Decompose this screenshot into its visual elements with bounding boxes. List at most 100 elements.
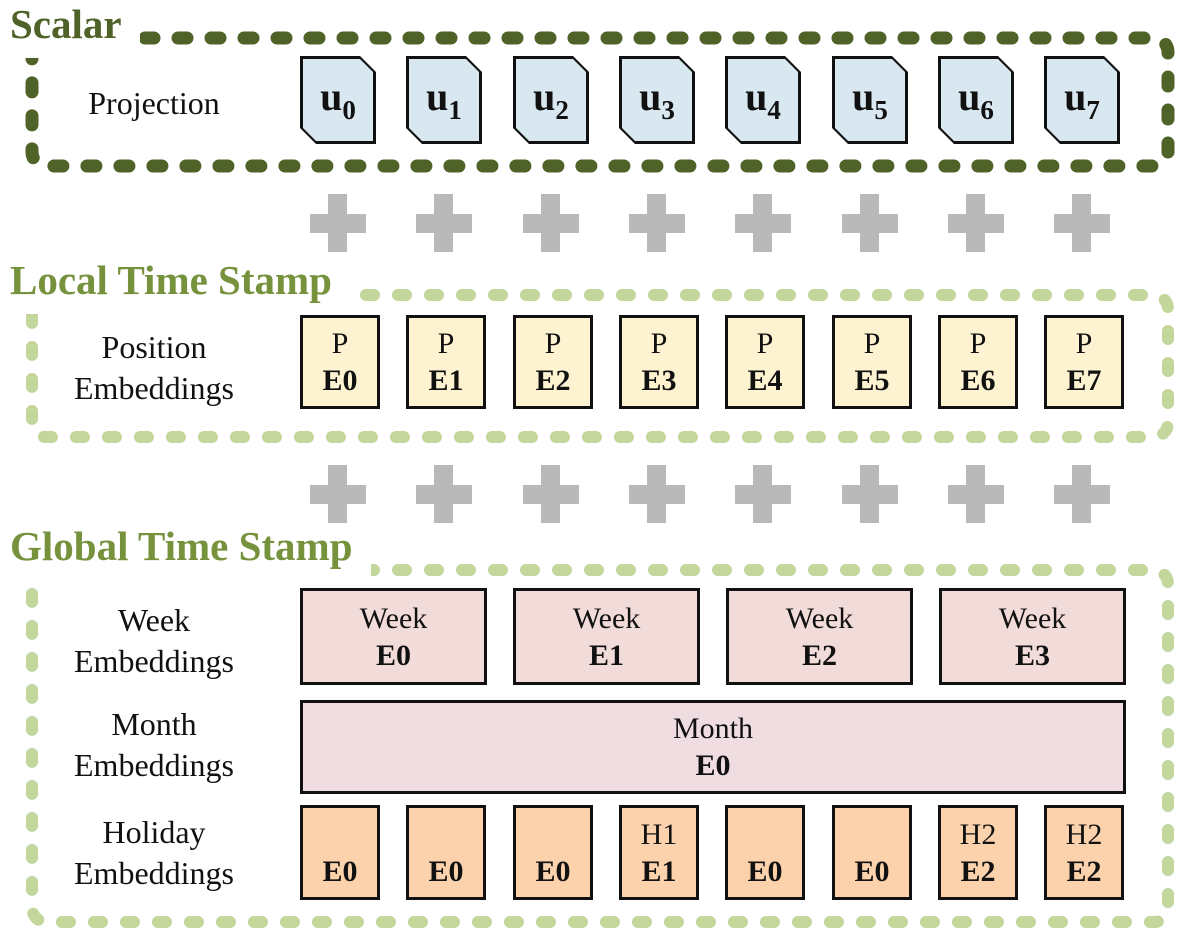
cell-bottom-label: E2 (1066, 854, 1102, 888)
cell-bottom-label: E1 (428, 364, 464, 397)
cell-top-label: P (969, 327, 987, 360)
plus-icon (310, 194, 366, 252)
cell-top-label: Week (998, 601, 1067, 635)
cell-bottom-label: E0 (375, 638, 411, 672)
week-embeddings-label: Week Embeddings (30, 600, 278, 682)
cell-bottom-label: E0 (747, 854, 783, 888)
cell-bottom-label: E1 (641, 854, 677, 888)
position-embeddings-label: Position Embeddings (30, 327, 278, 409)
position-box-2: P E2 (513, 315, 593, 409)
scalar-section-title: Scalar (8, 1, 140, 58)
plus-icon (629, 194, 685, 252)
cell-top-label: H1 (640, 817, 678, 851)
u-box-6-inner: u6 (941, 59, 1011, 141)
u-token-label: u0 (320, 73, 356, 125)
month-embeddings-label-line1: Month (111, 706, 197, 742)
cell-top-label: P (863, 327, 881, 360)
holiday-box-5: E0 (832, 805, 912, 900)
month-embeddings-label-line2: Embeddings (74, 747, 234, 783)
u-box-6: u6 (938, 56, 1014, 144)
position-box-7: P E7 (1044, 315, 1124, 409)
local-time-stamp-dashed-border (26, 289, 1174, 443)
u-box-3-inner: u3 (622, 59, 692, 141)
plus-icon (842, 465, 898, 523)
u-box-5: u5 (832, 56, 908, 144)
week-embeddings-label-line1: Week (117, 602, 191, 638)
holiday-embeddings-label: Holiday Embeddings (30, 812, 278, 894)
cell-top-label: Month (672, 712, 753, 745)
plus-icon (310, 465, 366, 523)
cell-top-label: P (756, 327, 774, 360)
cell-top-label: H2 (959, 817, 997, 851)
u-box-0: u0 (300, 56, 376, 144)
cell-bottom-label: E3 (1014, 638, 1050, 672)
cell-bottom-label: E0 (322, 854, 358, 888)
cell-bottom-label: E0 (695, 749, 731, 782)
plus-icon (948, 194, 1004, 252)
u-token-label: u2 (533, 73, 569, 125)
u-token-label: u3 (639, 73, 675, 125)
cell-top-label: P (331, 327, 349, 360)
u-box-4-inner: u4 (728, 59, 798, 141)
plus-icon (629, 465, 685, 523)
u-box-7-inner: u7 (1047, 59, 1117, 141)
plus-icon (416, 194, 472, 252)
cell-bottom-label: E1 (588, 638, 624, 672)
u-box-1: u1 (406, 56, 482, 144)
cell-top-label: H2 (1065, 817, 1103, 851)
u-box-4: u4 (725, 56, 801, 144)
plus-icon (523, 194, 579, 252)
plus-icon (842, 194, 898, 252)
plus-icon (735, 194, 791, 252)
holiday-embeddings-label-line2: Embeddings (74, 855, 234, 891)
plus-icon (1054, 194, 1110, 252)
position-box-4: P E4 (725, 315, 805, 409)
plus-icon (948, 465, 1004, 523)
cell-top-label: P (544, 327, 562, 360)
u-box-0-inner: u0 (303, 59, 373, 141)
u-token-label: u4 (745, 73, 781, 125)
holiday-box-4: E0 (725, 805, 805, 900)
u-box-5-inner: u5 (835, 59, 905, 141)
cell-top-label: P (1075, 327, 1093, 360)
cell-bottom-label: E7 (1066, 364, 1102, 397)
position-box-1: P E1 (406, 315, 486, 409)
holiday-box-0: E0 (300, 805, 380, 900)
cell-top-label: P (437, 327, 455, 360)
position-box-0: P E0 (300, 315, 380, 409)
cell-top-label: Week (572, 601, 641, 635)
u-token-label: u1 (426, 73, 462, 125)
projection-label: Projection (88, 85, 220, 121)
cell-bottom-label: E4 (747, 364, 783, 397)
cell-bottom-label: E2 (535, 364, 571, 397)
u-box-7: u7 (1044, 56, 1120, 144)
global-time-stamp-dashed-border (26, 564, 1174, 928)
u-token-label: u6 (958, 73, 994, 125)
week-embeddings-label-line2: Embeddings (74, 643, 234, 679)
u-token-label: u7 (1064, 73, 1100, 125)
holiday-box-2: E0 (513, 805, 593, 900)
cell-top-label: Week (359, 601, 428, 635)
cell-top-label: Week (785, 601, 854, 635)
cell-bottom-label: E2 (960, 854, 996, 888)
holiday-embeddings-label-line1: Holiday (102, 814, 206, 850)
cell-bottom-label: E0 (322, 364, 358, 397)
u-box-3: u3 (619, 56, 695, 144)
position-embeddings-label-line2: Embeddings (74, 370, 234, 406)
u-box-2: u2 (513, 56, 589, 144)
u-token-label: u5 (852, 73, 888, 125)
cell-bottom-label: E0 (535, 854, 571, 888)
local-time-stamp-section-title: Local Time Stamp (8, 257, 350, 314)
plus-icon (1054, 465, 1110, 523)
